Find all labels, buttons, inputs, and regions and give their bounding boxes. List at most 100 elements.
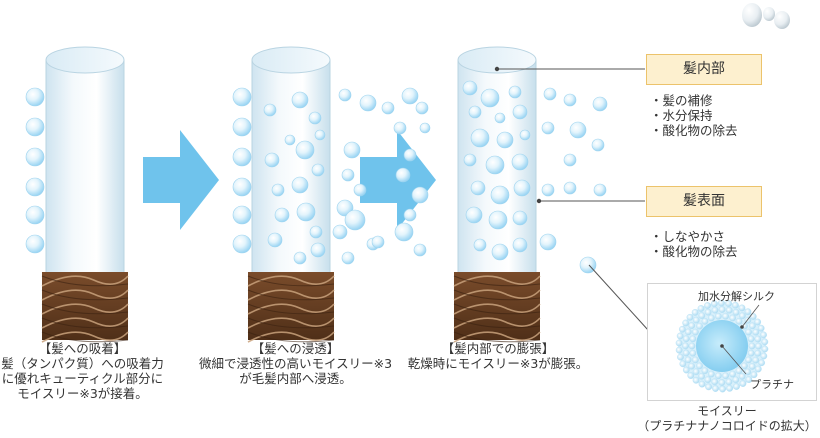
silk-particle (689, 322, 695, 328)
moisley-bubbles-panel-1 (26, 88, 44, 253)
silk-particle (682, 320, 688, 326)
moisley-bubble (464, 154, 476, 166)
moisley-bubble (471, 129, 489, 147)
silk-particle (748, 336, 754, 342)
caption-adsorption-line: に優れキューティクル部分に (0, 371, 165, 386)
moisley-bubble (570, 122, 586, 138)
silk-particle (676, 340, 682, 346)
moisley-bubble (420, 123, 430, 133)
silk-particle (736, 318, 742, 324)
silk-particle (680, 361, 686, 367)
moisley-bubble (463, 81, 477, 95)
moisley-bubble (26, 178, 44, 196)
silk-particle (712, 379, 718, 385)
silk-particle (753, 329, 759, 335)
silk-particle (683, 336, 689, 342)
silk-particle (719, 386, 725, 392)
hair-cross-section (252, 47, 330, 73)
silk-particle (752, 357, 758, 363)
silk-particle (690, 336, 696, 342)
silk-particle (754, 319, 760, 325)
silk-particle (685, 329, 691, 335)
moisley-bubble (265, 153, 279, 167)
caption-penetration-title: 【髪への浸透】 (188, 341, 403, 356)
silk-particle (729, 315, 735, 321)
silk-particle (682, 343, 688, 349)
silk-particle (722, 373, 728, 379)
silk-particle (690, 350, 696, 356)
moisley-bubble (513, 211, 527, 225)
moisley-bubble (489, 211, 507, 229)
silk-particle (696, 363, 702, 369)
silk-particle (761, 353, 767, 359)
moisley-bubble (414, 244, 426, 256)
hair-cuticle (248, 272, 334, 340)
caption-adsorption-line: モイスリー※3が接着。 (0, 386, 165, 401)
silk-particle (708, 371, 714, 377)
silk-particle (693, 377, 699, 383)
silk-particle (733, 383, 739, 389)
moisley-bubble (312, 164, 324, 176)
silk-particle (733, 309, 739, 315)
silk-particle (739, 305, 745, 311)
silk-particle (726, 307, 732, 313)
silk-particle (702, 367, 708, 373)
moisley-bubble (285, 135, 295, 145)
moisley-bubble (395, 223, 413, 241)
silk-particle (705, 384, 711, 390)
moisley-bubble (309, 112, 321, 124)
caption-penetration: 【髪への浸透】 微細で浸透性の高いモイスリー※3 が毛髪内部へ浸透。 (188, 341, 403, 386)
caption-adsorption-title: 【髪への吸着】 (0, 341, 165, 356)
moisley-bubble (26, 88, 44, 106)
moisley-bubble (404, 209, 416, 221)
silk-particle (758, 325, 764, 331)
moisley-bubble (275, 208, 289, 222)
moisley-bubble (564, 154, 576, 166)
moisley-bubble (564, 94, 576, 106)
silk-particle (698, 305, 704, 311)
moisley-bubble (592, 139, 604, 151)
moisley-bubble (593, 97, 607, 111)
hair-strand-penetration (248, 47, 334, 342)
silk-particle (705, 309, 711, 315)
silk-particle (739, 373, 745, 379)
surface-effect-item: ・しなやかさ (650, 229, 738, 244)
moisley-bubble (469, 106, 481, 118)
silk-particle (699, 312, 705, 318)
silk-particle (699, 381, 705, 387)
silk-particle (745, 309, 751, 315)
silk-particle (755, 343, 761, 349)
moisley-bubble (292, 92, 308, 108)
silk-particle (719, 306, 725, 312)
moisley-bubble (272, 184, 284, 196)
moisley-bubble (333, 225, 347, 239)
silk-particle (715, 313, 721, 319)
silk-particle (693, 369, 699, 375)
silk-label: 加水分解シルク (698, 288, 775, 304)
inner-effect-item: ・酸化物の除去 (650, 123, 738, 138)
silk-particle (693, 317, 699, 323)
silk-particle (748, 350, 754, 356)
moisley-bubble (544, 88, 556, 100)
caption-penetration-line: 微細で浸透性の高いモイスリー※3 (188, 356, 403, 371)
silk-particle (755, 350, 761, 356)
silk-particle (762, 339, 768, 345)
silk-particle (755, 366, 761, 372)
silk-particle (683, 367, 689, 373)
moisley-bubble (297, 203, 315, 221)
moisley-bubble (354, 184, 366, 196)
moisley-bubble (481, 89, 499, 107)
silk-particle (677, 333, 683, 339)
silk-particle (749, 343, 755, 349)
moisley-bubble (394, 122, 406, 134)
moisley-bubble (360, 95, 376, 111)
moisley-bubble (268, 233, 282, 247)
moisley-bubble (233, 118, 251, 136)
surface-effects-list: ・しなやかさ ・酸化物の除去 (650, 229, 738, 259)
moisley-bubble (26, 206, 44, 224)
moisley-bubble (540, 234, 556, 250)
caption-expansion: 【髪内部での膨張】 乾燥時にモイスリー※3が膨張。 (398, 341, 598, 371)
silk-particle (760, 332, 766, 338)
moisley-bubble (292, 177, 308, 193)
silk-particle (702, 318, 708, 324)
